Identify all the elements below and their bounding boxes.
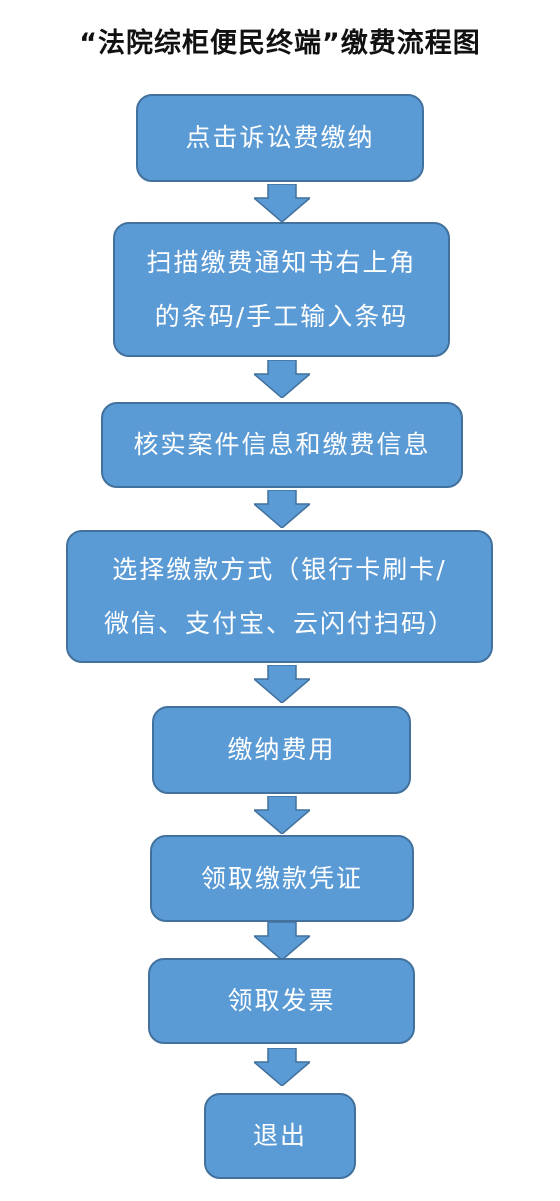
step-verify-case-info: 核实案件信息和缴费信息	[101, 402, 463, 488]
step-scan-barcode: 扫描缴费通知书右上角 的条码/手工输入条码	[113, 222, 450, 357]
down-arrow-icon	[254, 922, 310, 960]
step-4-line-1: 选择缴款方式（银行卡刷卡/	[112, 554, 447, 584]
step-5-line-1: 缴纳费用	[227, 735, 336, 764]
step-7-line-1: 领取发票	[227, 986, 336, 1015]
down-arrow-icon	[254, 490, 310, 528]
down-arrow-icon	[254, 184, 310, 222]
down-arrow-icon	[254, 360, 310, 398]
step-pay-fee: 缴纳费用	[152, 706, 411, 794]
down-arrow-icon	[254, 665, 310, 703]
step-select-payment-method: 选择缴款方式（银行卡刷卡/ 微信、支付宝、云闪付扫码）	[66, 530, 493, 663]
step-3-line-1: 核实案件信息和缴费信息	[133, 430, 431, 459]
down-arrow-icon	[254, 796, 310, 834]
step-2-line-1: 扫描缴费通知书右上角	[146, 247, 417, 277]
step-get-invoice: 领取发票	[148, 958, 415, 1044]
step-8-line-1: 退出	[252, 1121, 307, 1150]
step-get-payment-voucher: 领取缴款凭证	[150, 835, 414, 922]
step-4-line-2: 微信、支付宝、云闪付扫码）	[103, 608, 455, 638]
step-2-line-2: 的条码/手工输入条码	[154, 301, 409, 331]
step-1-line-1: 点击诉讼费缴纳	[185, 123, 375, 152]
flowchart-title: “法院综柜便民终端”缴费流程图	[79, 28, 481, 59]
step-exit: 退出	[204, 1093, 356, 1179]
down-arrow-icon	[254, 1048, 310, 1086]
step-6-line-1: 领取缴款凭证	[200, 863, 363, 893]
step-click-litigation-fee: 点击诉讼费缴纳	[136, 94, 424, 182]
